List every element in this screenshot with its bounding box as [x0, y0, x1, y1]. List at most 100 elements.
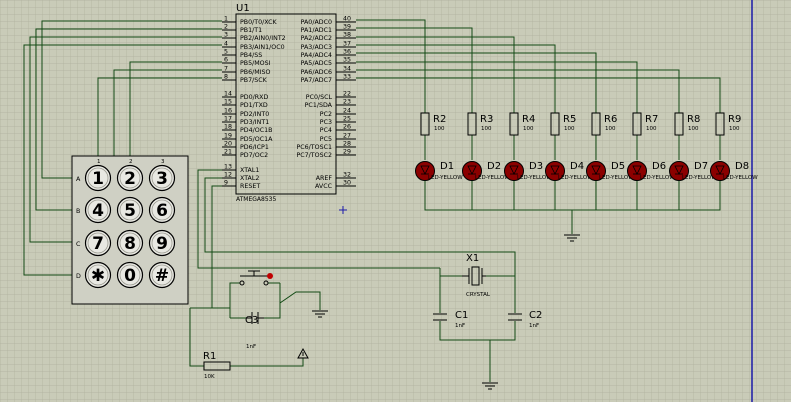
resistor-value: 100 — [605, 126, 616, 132]
led-ref: D6 — [652, 161, 666, 172]
crystal-type: CRYSTAL — [466, 292, 491, 298]
mcu-pin-number: 23 — [343, 99, 351, 106]
capacitor-c3[interactable]: C3 1nF — [245, 312, 264, 350]
keypad-key[interactable]: 4 — [84, 196, 112, 224]
crystal-x1[interactable]: X1 CRYSTAL — [462, 253, 491, 298]
mcu-pin-name: PC7/TOSC2 — [296, 152, 332, 159]
keypad-key[interactable]: 5 — [116, 196, 144, 224]
resistor-value: 100 — [523, 126, 534, 132]
keypad-key[interactable]: 9 — [148, 229, 176, 257]
keypad-key[interactable]: 8 — [116, 229, 144, 257]
resistor-value: 100 — [564, 126, 575, 132]
keypad-key[interactable]: 6 — [148, 196, 176, 224]
reset-pushbutton[interactable] — [239, 270, 273, 286]
led-ref: D3 — [529, 161, 543, 172]
mcu-pin-name: PC3 — [320, 119, 332, 126]
keypad-key[interactable]: 3 — [148, 164, 176, 192]
resistor-value: 100 — [646, 126, 657, 132]
pushbutton-indicator-dot — [267, 273, 273, 279]
c3-value: 1nF — [246, 344, 256, 350]
mcu-pin-number: 8 — [224, 74, 228, 81]
mcu-pin-number: 35 — [343, 57, 351, 64]
keypad-key[interactable]: 1 — [84, 164, 112, 192]
keypad-key[interactable]: # — [148, 261, 176, 289]
keypad-key[interactable]: ✱ — [84, 261, 112, 289]
mcu-pin-number: 37 — [343, 41, 351, 48]
mcu-pin-name: PC2 — [320, 111, 332, 118]
led-ref: D7 — [694, 161, 708, 172]
capacitor-c1[interactable]: C1 1nF — [433, 310, 468, 329]
resistor-value: 100 — [481, 126, 492, 132]
keypad-key[interactable]: 0 — [116, 261, 144, 289]
keypad-key[interactable]: 2 — [116, 164, 144, 192]
reset-resistor-r1[interactable]: R1 10K — [203, 351, 231, 380]
mcu-pin-number: 14 — [224, 91, 232, 98]
mcu-pin-name: PD2/INT0 — [240, 111, 269, 118]
keypad-key[interactable]: 7 — [84, 229, 112, 257]
keypad-key-label: 8 — [124, 234, 136, 254]
mcu-right-pins: 40PA0/ADC039PA1/ADC138PA2/ADC237PA3/ADC3… — [296, 16, 356, 191]
leds[interactable]: D1LED-YELLOWD2LED-YELLOWD3LED-YELLOWD4LE… — [415, 161, 759, 181]
capacitor-c2[interactable]: C2 1nF — [508, 310, 542, 329]
led-ref: D4 — [570, 161, 584, 172]
